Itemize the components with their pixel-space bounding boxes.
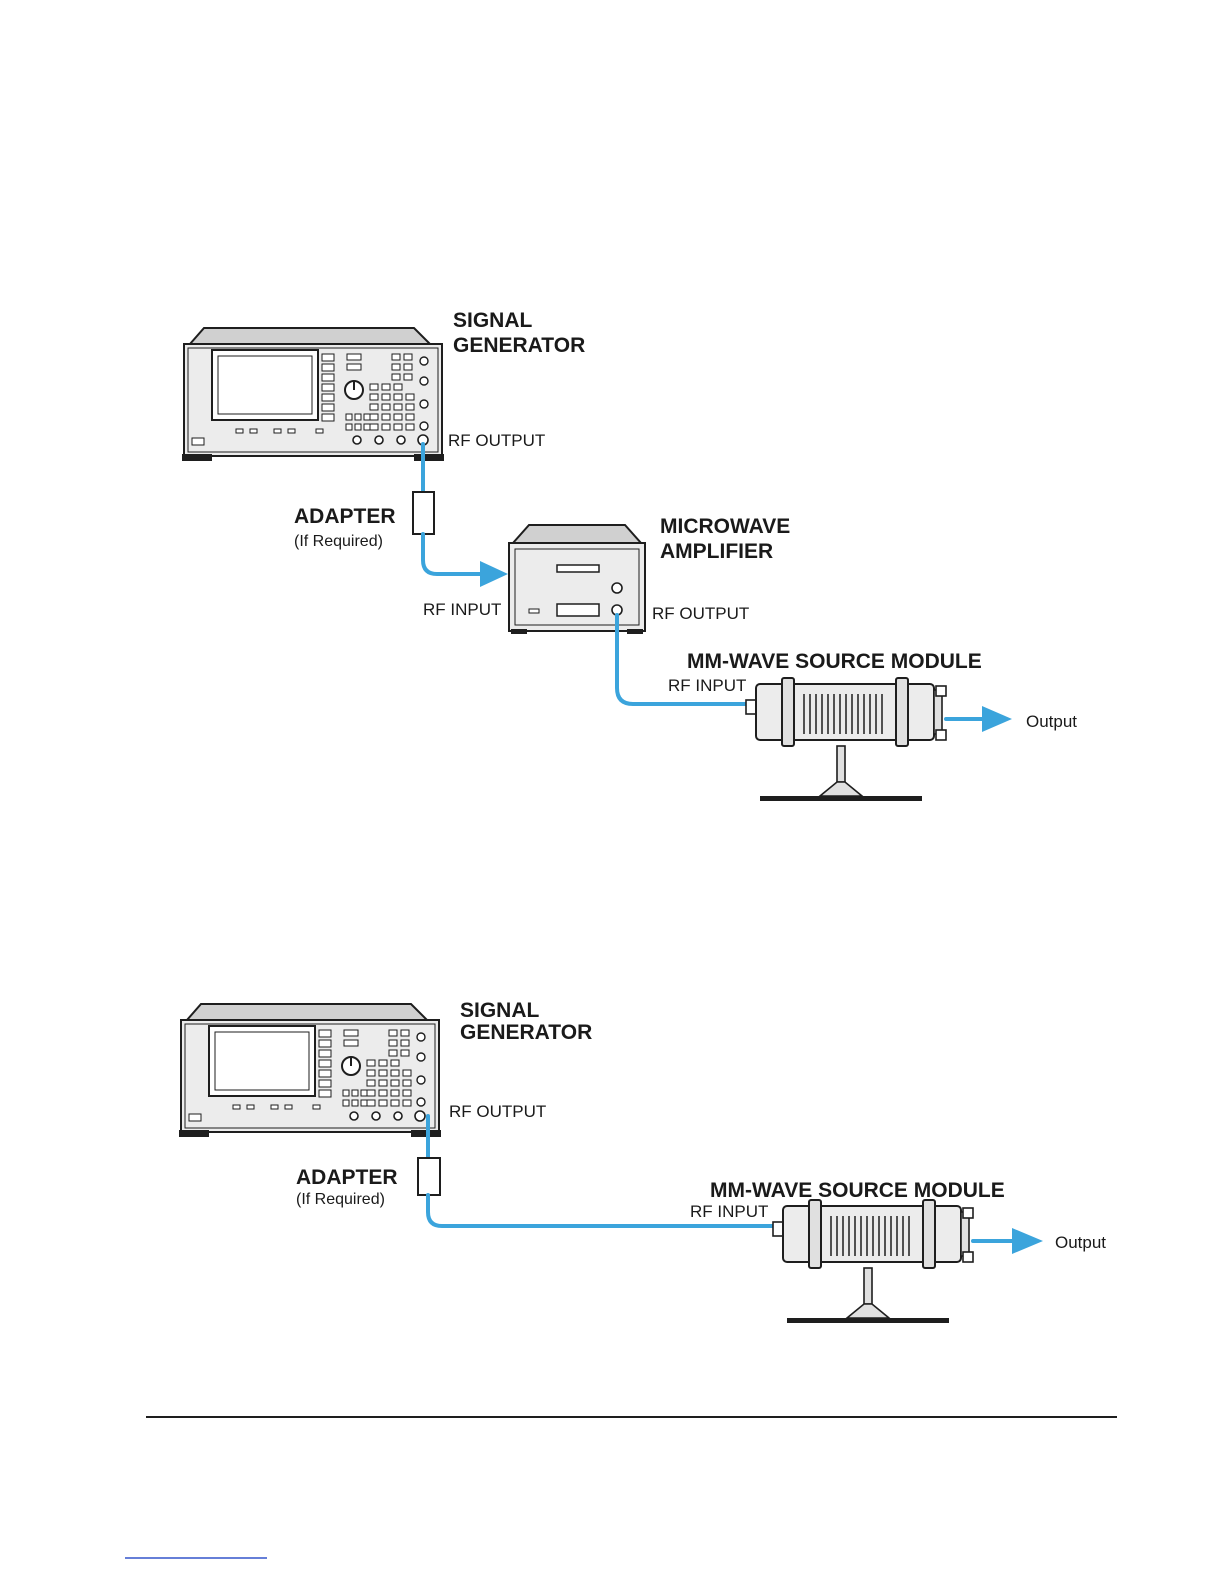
- amplifier-rf-output-label: RF OUTPUT: [652, 604, 749, 623]
- diagram-1: SIGNAL GENERATOR RF OUTPUT ADAPTER (If R…: [182, 309, 1077, 801]
- adapter-block: [413, 492, 434, 534]
- amplifier-rf-input-label: RF INPUT: [423, 600, 501, 619]
- diagram-2: SIGNAL GENERATOR RF OUTPUT ADAPTER (If R…: [179, 999, 1106, 1323]
- signal-generator-label-line1: SIGNAL: [453, 309, 533, 332]
- output-2-arrow-icon: [1012, 1228, 1043, 1254]
- output-2-label: Output: [1055, 1233, 1106, 1252]
- signal-generator-2-label-line2: GENERATOR: [460, 1021, 592, 1044]
- mm-wave-source-module-instrument-2: [773, 1200, 973, 1323]
- source-module-rf-input-label: RF INPUT: [668, 676, 746, 695]
- adapter-2-block: [418, 1158, 440, 1195]
- signal-generator-2-rf-output-label: RF OUTPUT: [449, 1102, 546, 1121]
- cable-adapter-to-amplifier: [423, 534, 480, 574]
- amplifier-label-line2: AMPLIFIER: [660, 540, 773, 563]
- signal-generator-instrument: [182, 328, 444, 461]
- adapter-2-label: ADAPTER: [296, 1166, 398, 1189]
- signal-generator-label-line2: GENERATOR: [453, 334, 585, 357]
- signal-generator-rf-output-label: RF OUTPUT: [448, 431, 545, 450]
- output-label: Output: [1026, 712, 1077, 731]
- microwave-amplifier-instrument: [509, 525, 645, 634]
- output-arrow-icon: [982, 706, 1012, 732]
- adapter-label: ADAPTER: [294, 505, 396, 528]
- amplifier-label-line1: MICROWAVE: [660, 515, 790, 538]
- source-module-2-rf-input-label: RF INPUT: [690, 1202, 768, 1221]
- adapter-note: (If Required): [294, 533, 383, 550]
- signal-generator-2-label-line1: SIGNAL: [460, 999, 540, 1022]
- adapter-2-note: (If Required): [296, 1191, 385, 1208]
- signal-generator-instrument-2: [179, 1004, 441, 1137]
- arrow-to-amplifier-icon: [480, 561, 508, 587]
- mm-wave-source-module-instrument: [746, 678, 946, 801]
- source-module-label: MM-WAVE SOURCE MODULE: [687, 650, 982, 673]
- source-module-2-label: MM-WAVE SOURCE MODULE: [710, 1179, 1005, 1202]
